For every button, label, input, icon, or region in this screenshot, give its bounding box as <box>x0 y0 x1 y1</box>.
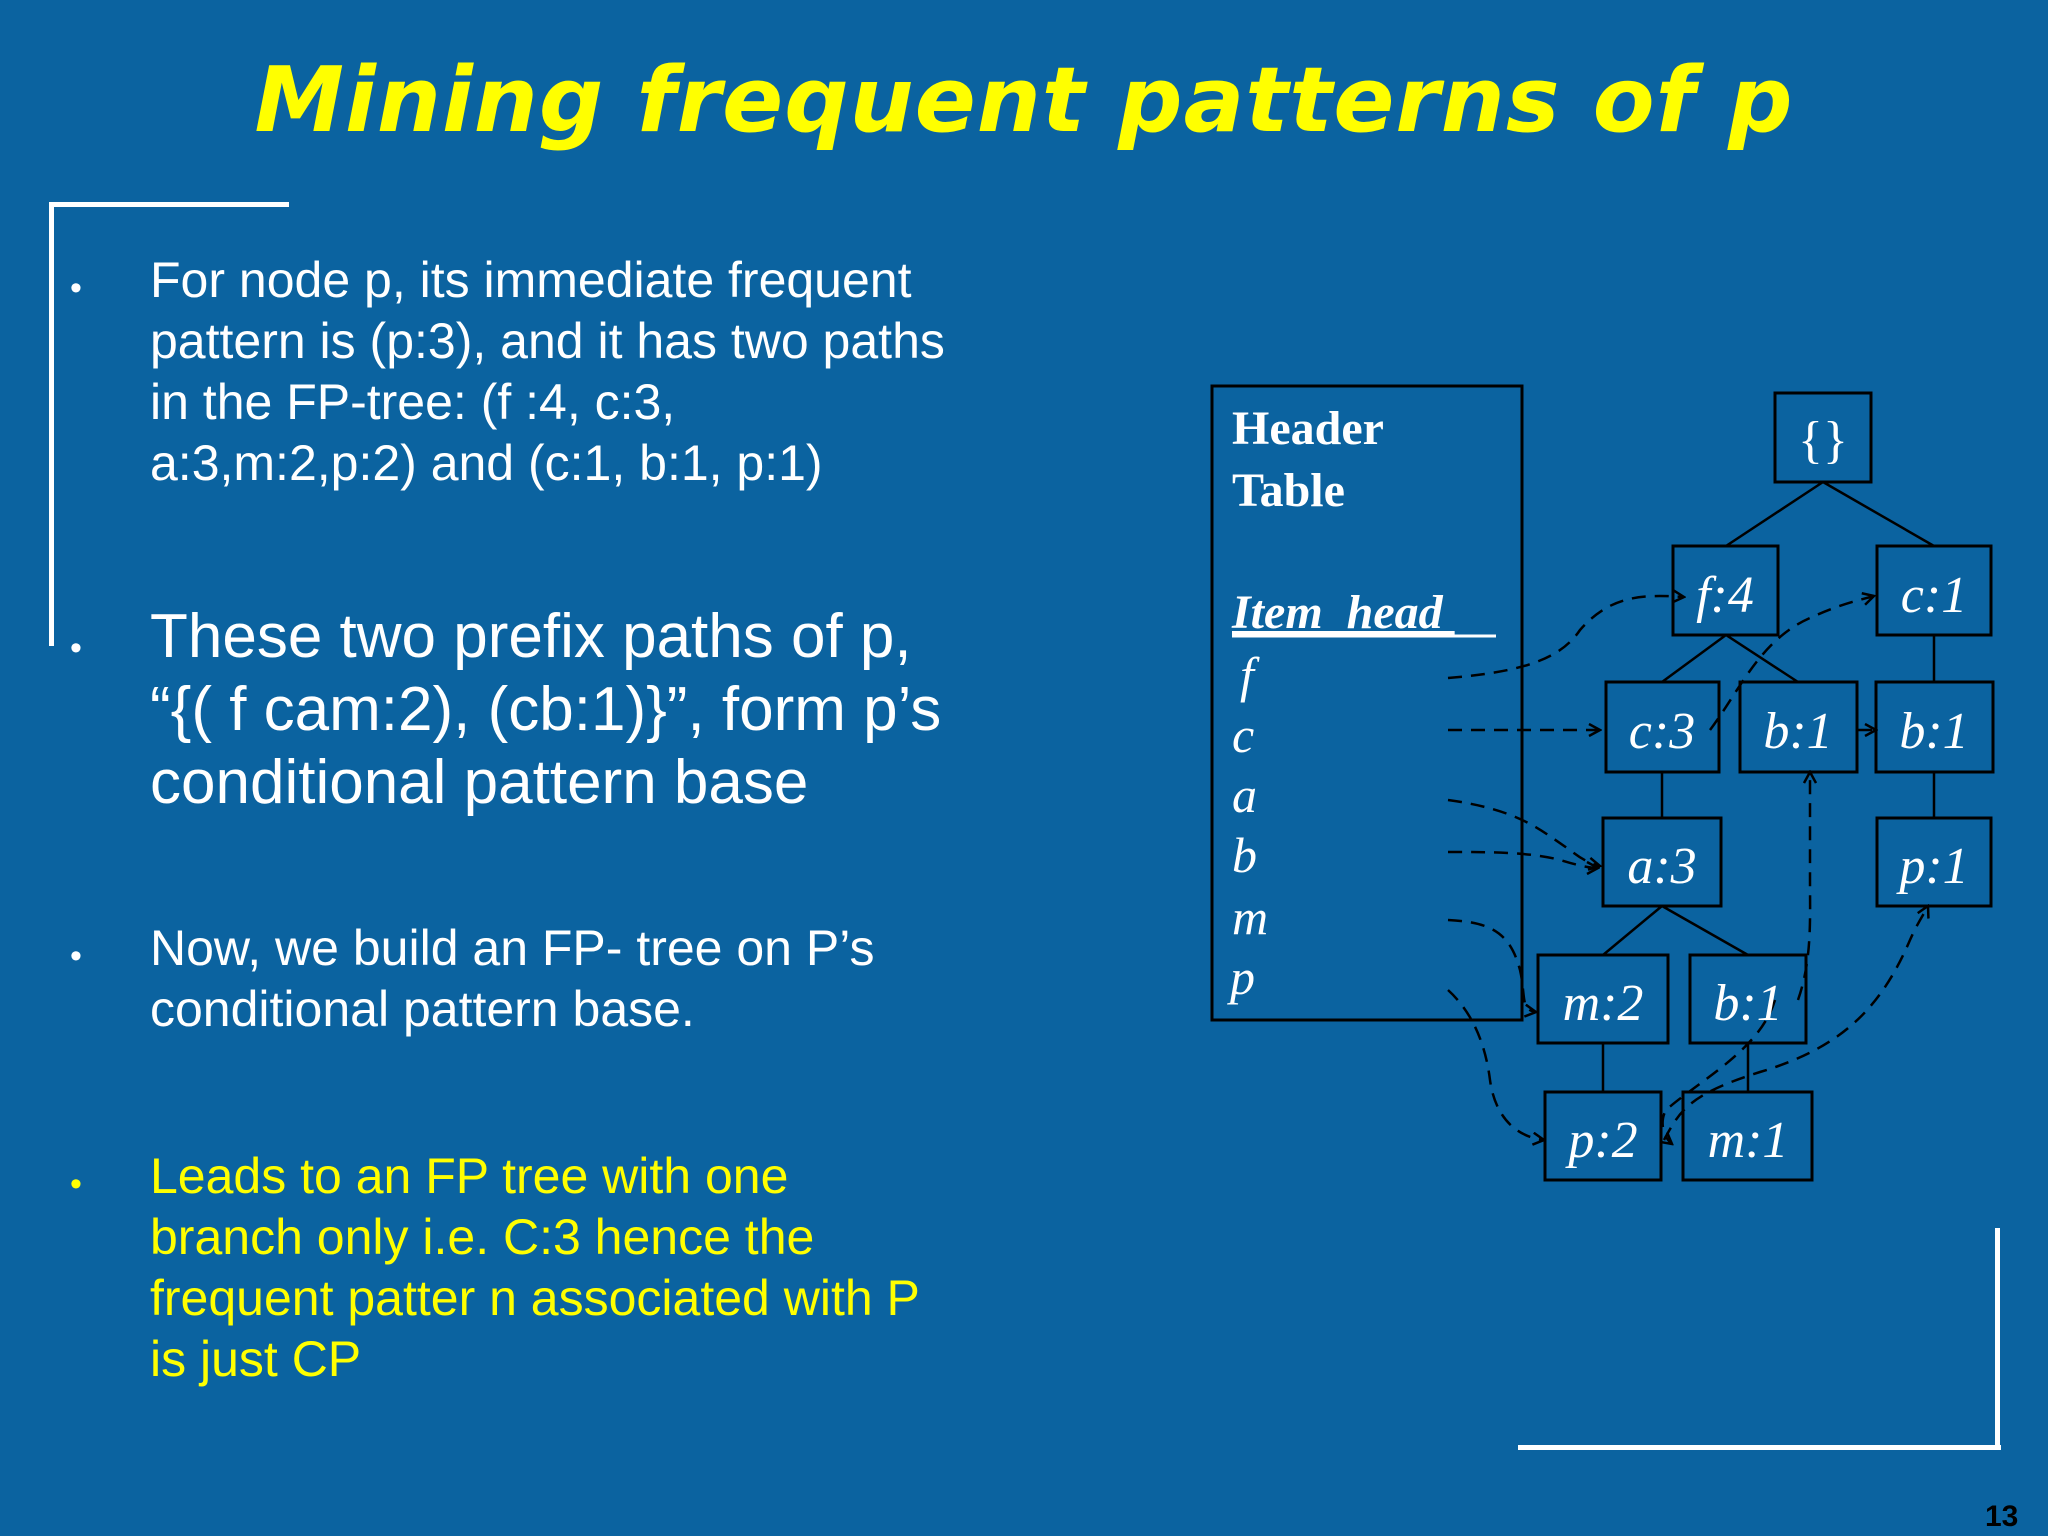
tree-node-box <box>1601 816 1723 908</box>
bullet-text: Leads to an FP tree with one branch only… <box>150 1146 1150 1390</box>
link-b-to-a3-area <box>1447 850 1598 868</box>
bullet-dot-icon: • <box>70 937 82 975</box>
tree-node-label: m:2 <box>1563 975 1644 1032</box>
tree-root-node <box>1773 391 1873 484</box>
header-item-f: f <box>1240 647 1260 703</box>
header-table-title: Header <box>1232 402 1384 455</box>
bullet-line: conditional pattern base <box>150 748 809 817</box>
header-table-title: Table <box>1232 464 1345 517</box>
tree-nodes: f:4 c:3 b:1 a:3 m:2 b:1 p:2 m:1 c:1 b:1 … <box>1536 544 1995 1182</box>
bullet-dot-icon: • <box>70 629 82 667</box>
bullet-line: For node p, its immediate frequent <box>150 252 912 308</box>
bullet-line: Leads to an FP tree with one <box>150 1148 789 1204</box>
header-item-b: b <box>1232 827 1257 883</box>
link-a-to-a3 <box>1447 798 1600 866</box>
tree-node-label: b:1 <box>1899 703 1968 760</box>
edge-root-c1 <box>1822 480 1935 548</box>
frame-corner-bottom-right-vertical <box>1995 1228 2000 1450</box>
tree-node-box <box>1671 544 1780 637</box>
bullet-line: branch only i.e. C:3 hence the <box>150 1209 815 1265</box>
frame-corner-bottom-right-horizontal <box>1518 1445 2001 1450</box>
frame-corner-top-left-horizontal <box>49 202 289 207</box>
slide-title: Mining frequent patterns of p <box>254 48 1794 153</box>
tree-node-box <box>1875 816 1993 908</box>
bullet-dot-icon: • <box>70 269 82 307</box>
tree-node-box <box>1543 1090 1663 1182</box>
bullet-line: frequent patter n associated with P <box>150 1270 920 1326</box>
node-link-arrows <box>1447 596 1928 1144</box>
tree-root-label: {} <box>1798 412 1848 469</box>
link-p2-to-p1 <box>1662 906 1928 1141</box>
bullet-text: For node p, its immediate frequent patte… <box>150 250 1150 494</box>
tree-node-box <box>1874 680 1995 774</box>
tree-node-box <box>1688 953 1808 1045</box>
edge-root-f4 <box>1725 480 1824 548</box>
header-item-c: c <box>1232 707 1254 763</box>
tree-node-label: c:1 <box>1901 567 1967 624</box>
link-f-to-f4 <box>1447 596 1684 680</box>
header-table-box <box>1210 384 1524 1022</box>
tree-node-box <box>1875 544 1993 637</box>
bullet-line: pattern is (p:3), and it has two paths <box>150 313 945 369</box>
edge-a3-m2 <box>1602 905 1663 956</box>
link-m-to-m2 <box>1447 918 1536 1012</box>
link-p-to-p2 <box>1447 989 1544 1140</box>
header-item-a: a <box>1232 767 1257 823</box>
bullet-line: These two prefix paths of p, <box>150 602 912 671</box>
tree-edges <box>1601 480 1936 1092</box>
edge-f4-c3 <box>1661 633 1727 684</box>
header-item-m: m <box>1232 889 1268 945</box>
tree-node-label: m:1 <box>1708 1112 1789 1169</box>
bullet-dot-icon: • <box>70 1165 82 1203</box>
frame-corner-top-left-vertical <box>49 202 54 646</box>
bullet-line: is just CP <box>150 1331 362 1387</box>
link-m2-to-m1 <box>1663 999 1777 1144</box>
bullet-text: These two prefix paths of p, “{( f cam:2… <box>150 600 1150 819</box>
tree-node-box <box>1738 680 1859 774</box>
header-table-column-heading: Item head <box>1231 586 1455 639</box>
tree-node-box <box>1604 680 1721 774</box>
edge-f4-b1a <box>1725 633 1799 684</box>
tree-node-label: b:1 <box>1763 703 1832 760</box>
page-number: 13 <box>1985 1500 2019 1533</box>
tree-node-label: b:1 <box>1713 975 1782 1032</box>
bullet-line: in the FP-tree: (f :4, c:3, <box>150 374 676 430</box>
tree-node-box <box>1681 1090 1814 1182</box>
tree-node-label: a:3 <box>1627 838 1696 895</box>
link-c3-to-c1 <box>1708 596 1874 731</box>
tree-node-label: p:1 <box>1895 838 1968 895</box>
link-b1b-to-b1a <box>1796 772 1810 1001</box>
tree-node-label: f:4 <box>1696 567 1754 624</box>
bullet-line: Now, we build an FP- tree on P’s <box>150 920 875 976</box>
bullet-line: a:3,m:2,p:2) and (c:1, b:1, p:1) <box>150 435 823 491</box>
tree-node-box <box>1536 953 1670 1045</box>
bullet-text: Now, we build an FP- tree on P’s conditi… <box>150 918 1150 1040</box>
bullet-line: conditional pattern base. <box>150 981 695 1037</box>
edge-a3-b1b <box>1661 904 1749 957</box>
bullet-line: “{( f cam:2), (cb:1)}”, form p’s <box>150 675 942 744</box>
tree-node-label: c:3 <box>1629 703 1695 760</box>
tree-node-label: p:2 <box>1564 1112 1637 1169</box>
header-item-p: p <box>1227 949 1255 1005</box>
